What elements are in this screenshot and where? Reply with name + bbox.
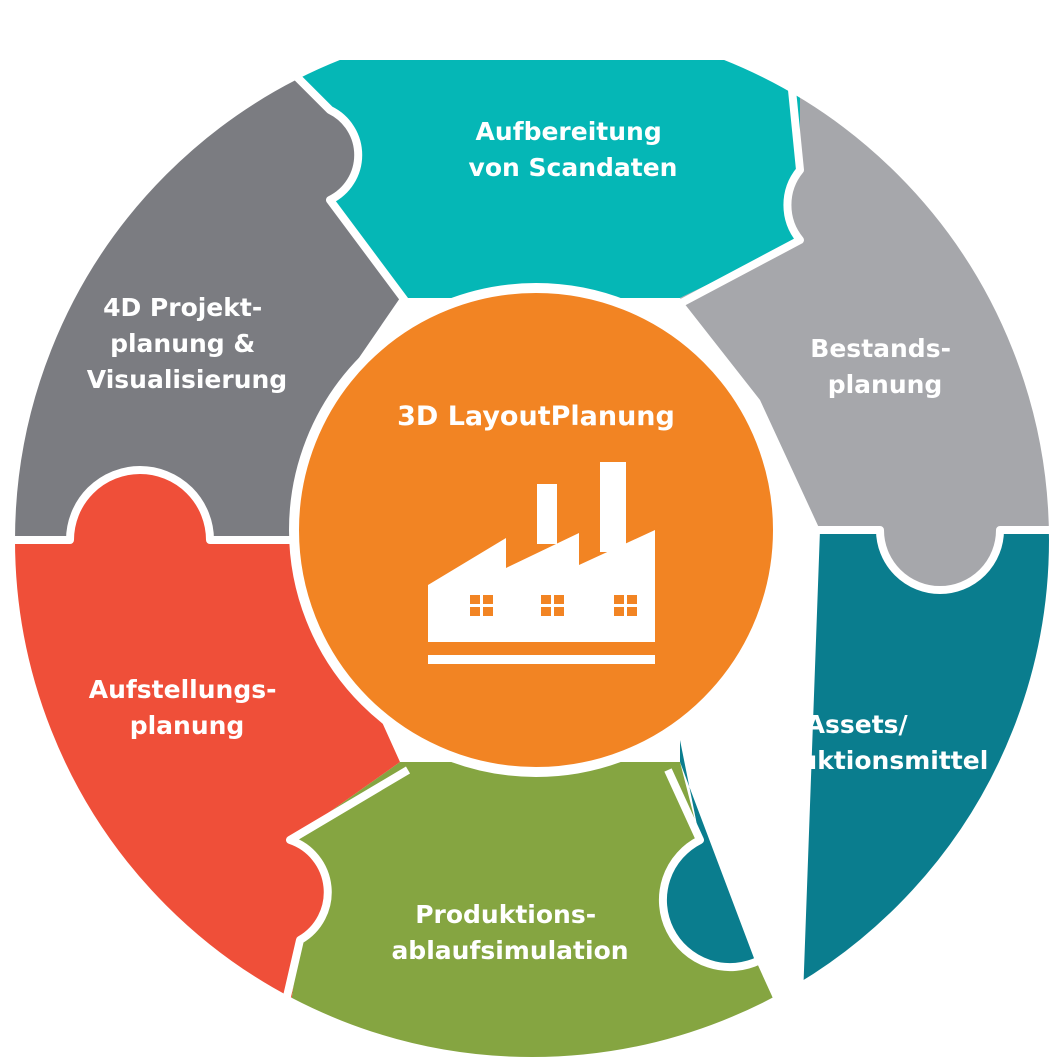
center-circle xyxy=(289,283,783,777)
label-bestandsplanung: Bestands- planung xyxy=(810,334,959,399)
segment-scandaten xyxy=(280,60,800,298)
label-aufstellung: Aufstellungs- planung xyxy=(89,675,285,740)
separators xyxy=(12,57,1052,1060)
outer-rim xyxy=(9,17,1055,1062)
label-scandaten: Aufbereitung von Scandaten xyxy=(469,117,678,182)
factory-icon xyxy=(428,462,655,664)
label-produktion: Produktions- ablaufsimulation xyxy=(391,900,628,965)
center-title: 3D LayoutPlanung xyxy=(397,401,675,432)
segment-produktion xyxy=(280,762,800,1060)
label-assets: Assets/ Produktionsmittel xyxy=(734,710,989,775)
label-4d-projekt: 4D Projekt- planung & Visualisierung xyxy=(87,293,287,394)
